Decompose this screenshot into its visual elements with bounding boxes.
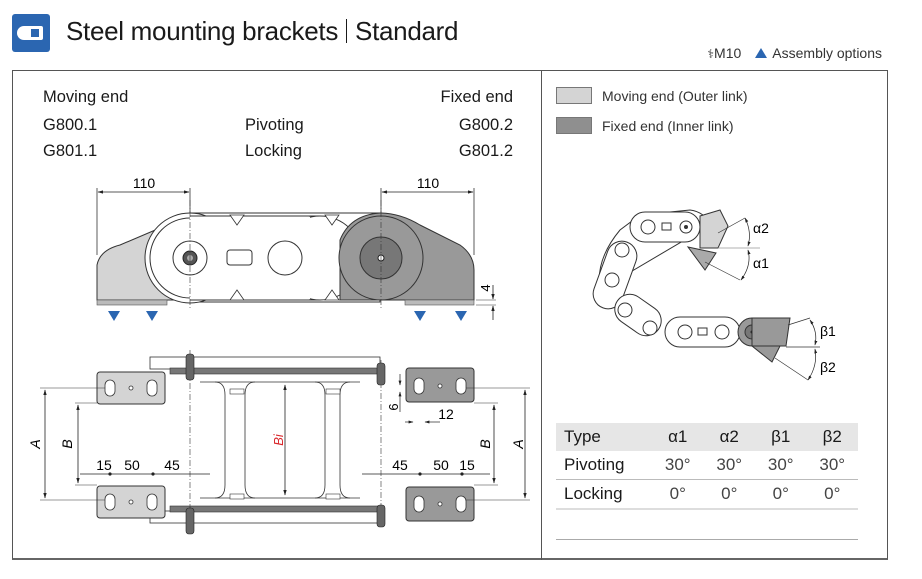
cell: 0° xyxy=(703,479,755,510)
content-frame xyxy=(12,70,888,560)
chain-bend-diagram: α2 α1 β1 β2 xyxy=(592,209,836,381)
screw-icon: ⚕ xyxy=(707,47,715,61)
dim-12: 12 xyxy=(438,406,454,422)
blue-triangle-icon xyxy=(755,48,768,58)
cell: 30° xyxy=(703,451,755,480)
angle-table: Type α1 α2 β1 β2 Pivoting 30° 30° 30° 30… xyxy=(556,423,858,510)
dim-A-right: A xyxy=(510,439,526,449)
table-row: Locking 0° 0° 0° 0° xyxy=(556,479,858,510)
angle-label-alpha2: α2 xyxy=(753,220,769,236)
dim-110-right: 110 xyxy=(417,175,440,191)
col-header: β1 xyxy=(755,423,807,451)
dim-B-left: B xyxy=(59,439,75,448)
dim-4: 4 xyxy=(478,284,493,291)
assembly-option-markers xyxy=(108,311,467,321)
top-view-drawing: Bi A B 15 xyxy=(27,350,530,535)
assembly-options-label: Assembly options xyxy=(772,45,882,61)
cell: 0° xyxy=(652,479,704,510)
fixed-part-1: G800.2 xyxy=(458,116,513,134)
col-header: α2 xyxy=(703,423,755,451)
dim-45-right: 45 xyxy=(392,457,408,473)
dim-50-right: 50 xyxy=(433,457,449,473)
angle-label-beta2: β2 xyxy=(820,359,836,375)
legend-fixed-end: Fixed end (Inner link) xyxy=(556,117,734,134)
panel-divider xyxy=(541,70,542,560)
swatch-fixed-end xyxy=(556,117,592,134)
dim-Bi: Bi xyxy=(271,433,286,446)
cell: Locking xyxy=(556,479,652,510)
page-title: Steel mounting brackets Standard xyxy=(66,16,458,47)
col-header: β2 xyxy=(806,423,858,451)
cell: 30° xyxy=(755,451,807,480)
cell: 30° xyxy=(806,451,858,480)
screw-size: M10 xyxy=(714,45,742,61)
dim-45-left: 45 xyxy=(164,457,180,473)
swatch-moving-end xyxy=(556,87,592,104)
title-separator xyxy=(346,19,348,43)
legend-label-fixed: Fixed end (Inner link) xyxy=(602,117,734,134)
legend-label-moving: Moving end (Outer link) xyxy=(602,87,748,104)
title-sub: Standard xyxy=(355,16,459,46)
moving-part-2: G801.1 xyxy=(43,142,98,160)
moving-part-1: G800.1 xyxy=(43,116,98,134)
type-1: Pivoting xyxy=(245,116,304,134)
title-main: Steel mounting brackets xyxy=(66,16,339,46)
cell: 30° xyxy=(652,451,704,480)
col-header: α1 xyxy=(652,423,704,451)
table-header-row: Type α1 α2 β1 β2 xyxy=(556,423,858,451)
fixed-end-label: Fixed end xyxy=(440,88,513,106)
dim-50-left: 50 xyxy=(124,457,140,473)
fixed-part-2: G801.2 xyxy=(458,142,513,160)
moving-end-label: Moving end xyxy=(43,88,129,106)
table-bottom-rule xyxy=(556,539,858,540)
legend-moving-end: Moving end (Outer link) xyxy=(556,87,748,104)
header-meta: ⚕M10 Assembly options xyxy=(708,45,882,61)
dim-15-right: 15 xyxy=(459,457,475,473)
dim-B-right: B xyxy=(477,439,493,448)
col-header: Type xyxy=(556,423,652,451)
angle-label-alpha1: α1 xyxy=(753,255,769,271)
mounting-bracket-icon xyxy=(12,14,50,52)
cell: 0° xyxy=(755,479,807,510)
dim-6: 6 xyxy=(386,403,401,410)
angle-label-beta1: β1 xyxy=(820,323,836,339)
cell: Pivoting xyxy=(556,451,652,480)
dim-15-left: 15 xyxy=(96,457,112,473)
dim-A-left: A xyxy=(27,439,43,449)
type-2: Locking xyxy=(245,142,302,160)
cell: 0° xyxy=(806,479,858,510)
dim-110-left: 110 xyxy=(133,175,156,191)
table-row: Pivoting 30° 30° 30° 30° xyxy=(556,451,858,480)
